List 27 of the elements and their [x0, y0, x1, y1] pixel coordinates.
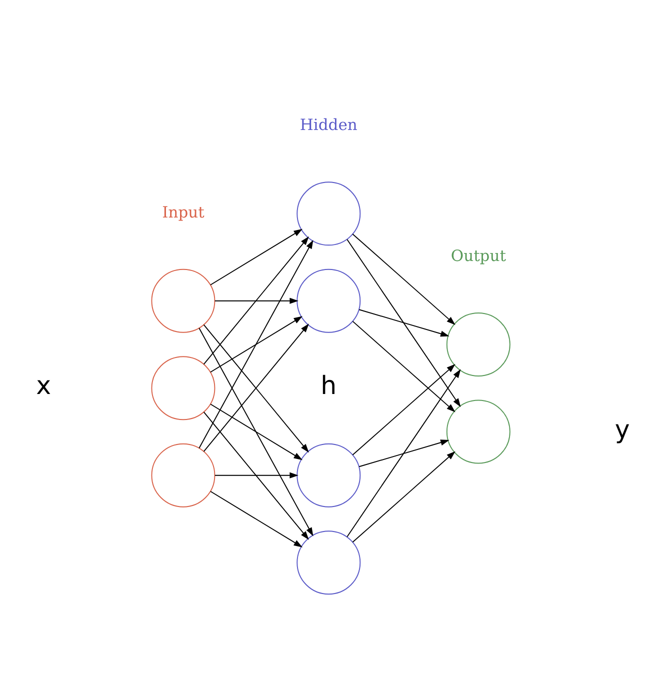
- arrow: [198, 327, 314, 536]
- arrow: [352, 450, 456, 542]
- arrow: [352, 364, 456, 455]
- label: y: [614, 414, 630, 444]
- arrow: [210, 403, 303, 460]
- arrow: [198, 239, 314, 448]
- label: Input: [162, 202, 204, 221]
- node-circle: [151, 442, 216, 507]
- arrow: [352, 233, 456, 324]
- arrow: [358, 308, 450, 336]
- label: Hidden: [300, 116, 358, 134]
- arrow: [210, 316, 303, 372]
- arrow: [214, 472, 298, 478]
- arrow: [352, 320, 456, 412]
- label: x: [36, 370, 52, 400]
- arrow: [346, 368, 461, 537]
- arrow: [346, 238, 461, 407]
- arrow: [210, 490, 303, 547]
- node-circle: [151, 268, 216, 332]
- arrow: [358, 439, 450, 467]
- label: h: [320, 370, 337, 400]
- arrow: [214, 297, 298, 304]
- arrow: [203, 236, 309, 364]
- node-circle: [151, 356, 216, 420]
- label: Output: [450, 246, 506, 264]
- arrow: [210, 228, 303, 285]
- arrow: [203, 411, 309, 540]
